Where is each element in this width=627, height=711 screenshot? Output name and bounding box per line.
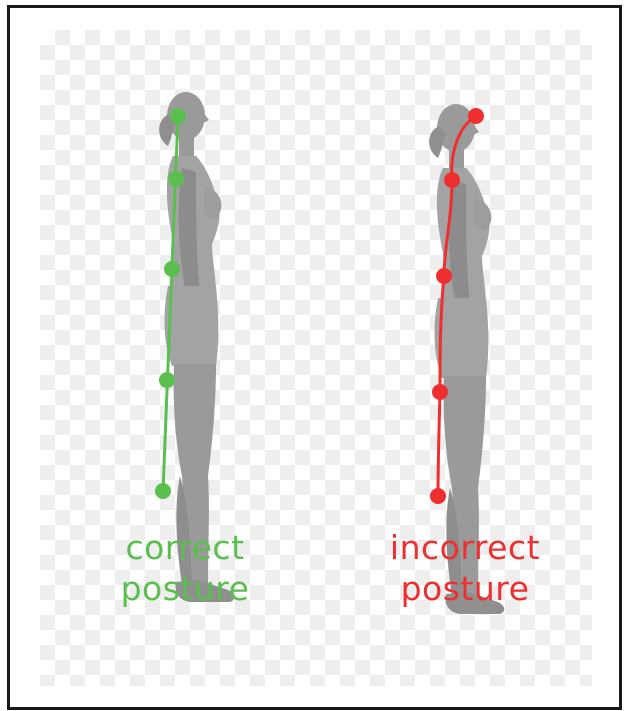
correct-point-shoulder	[168, 171, 184, 187]
correct-point-head	[170, 108, 186, 124]
correct-caption-line1: correct	[70, 527, 300, 568]
incorrect-point-shoulder	[444, 172, 460, 188]
incorrect-point-hip	[436, 268, 452, 284]
incorrect-posture-caption: incorrect posture	[340, 527, 590, 609]
incorrect-caption-line2: posture	[340, 568, 590, 609]
correct-point-ankle	[155, 483, 171, 499]
correct-point-hip	[164, 261, 180, 277]
correct-posture-caption: correct posture	[70, 527, 300, 609]
correct-point-knee	[159, 372, 175, 388]
incorrect-caption-line1: incorrect	[340, 527, 590, 568]
correct-caption-line2: posture	[70, 568, 300, 609]
correct-posture-figure	[155, 92, 234, 602]
incorrect-point-ankle	[430, 488, 446, 504]
incorrect-point-head	[468, 108, 484, 124]
incorrect-point-knee	[432, 384, 448, 400]
image-frame: correct posture incorrect posture	[7, 5, 622, 710]
